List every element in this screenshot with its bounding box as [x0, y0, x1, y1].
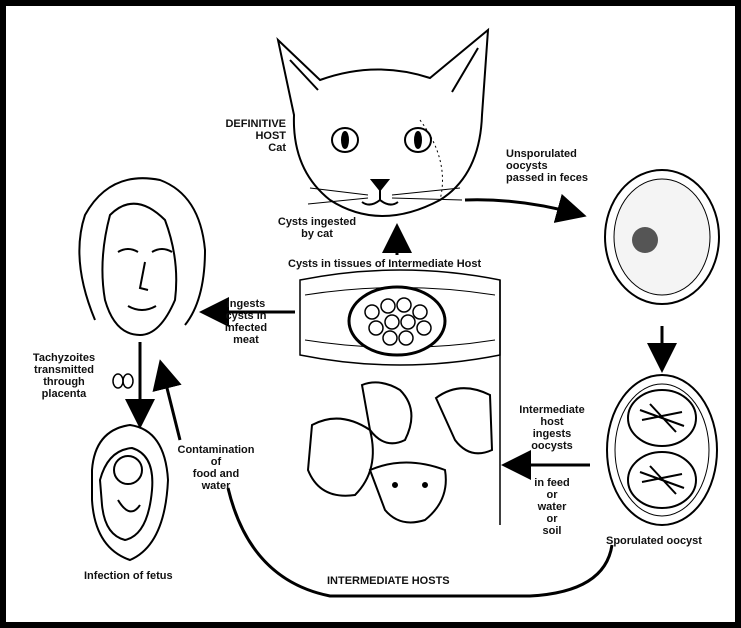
unsporulated-oocysts-label: Unsporulated oocysts passed in feces: [506, 148, 588, 184]
in-feed-label: in feed or water or soil: [520, 477, 584, 537]
cat-illustration: [278, 30, 488, 216]
intermediate-hosts-label: INTERMEDIATE HOSTS: [327, 575, 450, 587]
cysts-in-tissues-label: Cysts in tissues of Intermediate Host: [288, 258, 481, 270]
contamination-label: Contamination of food and water: [166, 444, 266, 492]
tachyzoite-cells: [113, 374, 133, 388]
intermediate-host-animals: [308, 382, 492, 522]
tissue-cyst: [300, 270, 500, 365]
intermediate-host-ingests-label: Intermediate host ingests oocysts: [508, 404, 596, 452]
woman-illustration: [79, 178, 205, 335]
definitive-host-label: DEFINITIVE HOST Cat: [210, 118, 286, 154]
sporulated-oocyst-label: Sporulated oocyst: [606, 535, 702, 547]
ingests-cysts-label: ingests cysts in infected meat: [210, 298, 282, 346]
tachyzoites-label: Tachyzoites transmitted through placenta: [18, 352, 110, 400]
unsporulated-oocyst: [605, 170, 719, 304]
infection-of-fetus-label: Infection of fetus: [84, 570, 173, 582]
fetus-illustration: [92, 425, 168, 560]
sporulated-oocyst: [607, 375, 717, 525]
cysts-ingested-label: Cysts ingested by cat: [262, 216, 372, 240]
